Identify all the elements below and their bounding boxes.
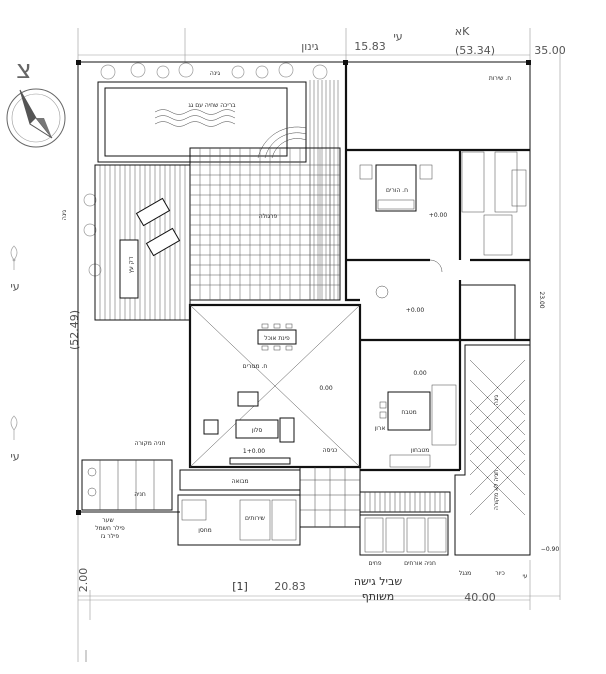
deck-right-of-pool <box>309 80 339 300</box>
bed: ח. הורים <box>359 164 433 212</box>
bottom-level: 40.00 <box>464 591 496 604</box>
bottom-dimension-left: 2.00 <box>77 568 90 593</box>
gate-label: שער <box>102 517 113 524</box>
wc-label: שירותים <box>245 515 265 522</box>
pergola: פרגולה <box>189 147 341 301</box>
bottom-parcel: [1] <box>232 580 248 593</box>
sink-label: כיור <box>495 570 505 577</box>
pergola-label: פרגולה <box>259 213 278 220</box>
north-letter: צ <box>16 55 31 85</box>
left-abbrev-b: עי <box>10 450 19 463</box>
entry-level: 1+0.00 <box>243 448 265 455</box>
service-label: ח. שירות <box>489 75 511 82</box>
entry-label: כניסה <box>323 447 338 454</box>
gate-note-b: פילר גז <box>101 533 120 540</box>
right-dimension: 23.00 <box>538 291 545 308</box>
top-dimension: 15.83 <box>354 40 386 53</box>
grill-label: מנגל <box>459 570 471 577</box>
bedroom-label: ח. הורים <box>386 187 408 194</box>
salon-furniture: סלון <box>203 391 295 465</box>
north-arrow-icon: צ <box>6 55 66 148</box>
right-garden-label-b: חניה לא מקורה <box>493 470 500 510</box>
top-abbrev: עי <box>393 30 402 43</box>
living-level: 0.00 <box>319 385 333 392</box>
carport-label: חניה <box>134 491 146 498</box>
left-dimension: (52.49) <box>68 310 81 350</box>
wardrobe-label: ארון <box>375 425 386 432</box>
kitchen-island: מטבח <box>379 384 457 468</box>
right-garden: גינה חניה לא מקורה <box>454 344 531 556</box>
living-diagonals <box>189 304 361 468</box>
ok-label: אK <box>455 25 470 38</box>
deck-label: דק עץ <box>128 256 135 273</box>
top-level: 35.00 <box>534 44 566 57</box>
lobby-level: +0.00 <box>406 307 425 314</box>
salon-label: סלון <box>252 427 263 434</box>
parking-bottom-label: חניה אורחים <box>404 560 436 567</box>
utility-label: מטבחון <box>411 447 430 454</box>
tree-icons <box>10 245 18 440</box>
pool: בריכה שחיה עם גג <box>97 81 307 163</box>
parking-label: חניה מקורה <box>135 440 166 447</box>
pool-label: בריכה שחיה עם גג <box>188 102 236 109</box>
right-garden-label-a: גינה <box>493 394 500 405</box>
dining-table: פינת אוכל <box>257 323 297 351</box>
garden-label: גינה <box>210 70 221 77</box>
side-garden-label: גינה <box>61 209 68 220</box>
living-label: ח. מגורים <box>243 363 268 370</box>
dining-label: פינת אוכל <box>264 335 290 342</box>
bottom-dimension: 20.83 <box>274 580 306 593</box>
bottom-right-rooms: פחים חניה אורחים <box>359 491 451 567</box>
door-swing <box>429 259 443 273</box>
kitchen-label: מטבח <box>401 409 416 416</box>
top-elevation: (53.34) <box>455 44 495 57</box>
route-sub: משותף <box>362 590 395 603</box>
bottom-left-rooms: מבואה שירותים מחסן <box>177 469 301 546</box>
level-e: −0.90 <box>541 546 560 553</box>
left-abbrev-a: עי <box>10 280 19 293</box>
hall-label: מבואה <box>231 478 248 485</box>
bottom-right-abbrev: עי <box>522 573 527 580</box>
carport: חניה חניה מקורה <box>81 440 173 511</box>
street-label: גינון <box>301 40 319 53</box>
building-walls <box>188 62 530 472</box>
sunbed: דק עץ <box>119 197 181 299</box>
entry-zone: כניסה 1+0.00 <box>243 447 361 528</box>
gate-note-a: פילר חשמל <box>95 525 125 532</box>
route-label: שביל גישה <box>354 575 403 588</box>
kitchen-level: 0.00 <box>413 370 427 377</box>
bedroom-level: +0.00 <box>429 212 448 219</box>
bin-label: פחים <box>369 560 382 567</box>
wardrobe <box>461 151 527 256</box>
storage-label: מחסן <box>198 527 212 534</box>
